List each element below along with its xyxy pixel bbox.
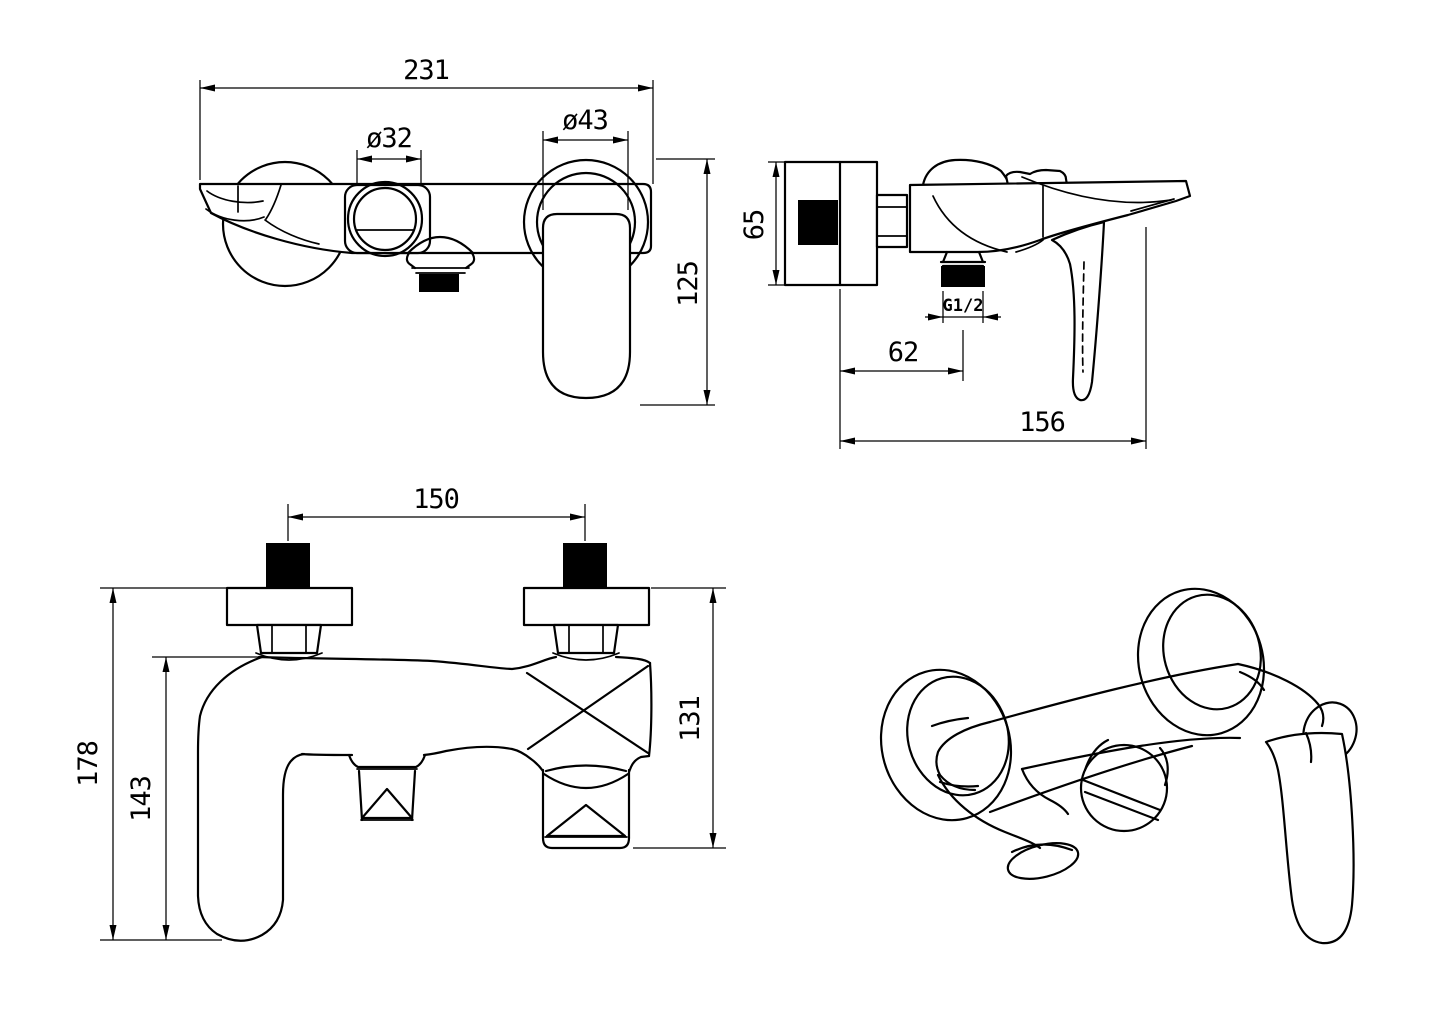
dim-overall-width: 231 [199,55,654,184]
dim-wall-plate-height-label: 65 [739,210,770,241]
hex-nut-side-lines [876,206,908,237]
shower-outlet-triangle [545,803,627,838]
inlet-thread-black [798,200,838,245]
x-block [525,661,653,758]
dim-cap-diameter-label: ø43 [562,105,608,136]
mid-outlet-sides [357,769,417,822]
side-body-outline [908,179,1192,254]
outlet-stub-flange [939,250,987,268]
hex-nuts-bottom [255,623,620,655]
iso-body-left-wrap [935,720,992,792]
dim-overall-projection-extensions [100,587,229,941]
iso-flange-left-inner [906,675,1010,797]
rosette-arcs [255,652,620,661]
diverter-inner-circle [352,186,418,252]
handle-side [1050,220,1106,402]
body-top-edges [257,655,652,671]
iso-flange-left-outer [879,668,1013,822]
iso-flange-connectors [930,716,980,788]
iso-handle-join [1238,670,1313,764]
dim-body-height-label: 125 [673,261,704,307]
dim-body-height: 125 [640,158,715,406]
iso-diverter-details [1081,738,1169,822]
iso-flange-right-outer [1136,587,1266,737]
mount-plate-left [225,586,354,627]
iso-spout-mouth [1006,842,1080,880]
dim-cap-diameter-extensions [542,131,629,210]
dim-cap-diameter: ø43 [542,105,629,210]
iso-spout-outer [936,773,1042,850]
mid-outlet-neck [347,753,427,769]
side-body-details [932,176,1172,253]
mount-plate-right [522,586,651,627]
shower-outlet-collar-arcs [542,764,630,790]
bottom-view: 150 178 143 131 [73,484,726,942]
diverter-outer-circle [346,180,424,258]
shower-outlet-base-band [541,836,631,850]
dim-body-projection-label: 143 [126,776,157,822]
side-view: 65 G1/2 62 156 [739,158,1192,449]
diverter-housing [343,183,432,255]
mid-outlet-triangle [360,787,414,820]
iso-body-right-wedge [1236,662,1325,728]
hose-outlet-ridges [411,267,470,274]
cartridge-dome [921,158,1012,187]
dim-overall-projection-label: 178 [73,741,104,787]
spout-cup-details [206,184,282,220]
hose-outlet-bell [405,235,476,270]
iso-diverter-cylinder [1079,743,1169,833]
dim-inlet-centres: 150 [287,484,586,541]
dim-outlet-offset: 62 [839,289,963,449]
iso-handle [1264,731,1355,945]
iso-body-strap-edges [988,662,1242,814]
dim-outlet-offset-label: 62 [888,337,919,368]
dim-spout-reach: 156 [840,227,1147,449]
dim-overall-width-label: 231 [403,55,449,86]
spout-lip-band [205,208,265,222]
dim-wall-plate-height: 65 [739,161,787,286]
outlet-thread-black [941,266,985,287]
dim-spout-reach-label: 156 [1019,407,1065,438]
body-bottom-edges [300,745,651,774]
dim-inlet-centres-label: 150 [413,484,459,515]
spout-shadow-curve [264,219,320,245]
dim-overall-projection: 178 [73,587,229,941]
handle-hidden-line [1081,261,1085,373]
lever-cap-bump [1004,168,1069,187]
dim-outlet-projection-label: 131 [675,696,706,742]
dim-overall-width-extensions [199,80,654,184]
dim-outlet-projection: 131 [633,587,726,849]
dim-inlet-centres-extensions [287,504,586,541]
inlet-stud-right [563,543,607,588]
hose-thread-black [419,274,459,292]
handle-front [541,212,632,400]
dim-outlet-thread-label: G1/2 [943,296,984,316]
shower-outlet-sides [541,768,631,840]
spout-mouth-band [1130,198,1175,212]
hex-nut-side [875,193,909,249]
dim-outlet-thread: G1/2 [925,291,1001,381]
iso-flange-right-inner [1162,593,1262,711]
dim-spout-diameter-extensions [356,150,422,186]
hex-nut-facets [271,624,604,654]
dim-spout-diameter-label: ø32 [366,123,412,154]
isometric-view [879,587,1358,945]
dim-spout-diameter: ø32 [356,123,422,186]
spout-hook [196,655,306,942]
dim-body-projection: 143 [126,656,268,940]
inlet-stud-left [266,543,310,588]
front-view: 231 ø32 ø43 125 [198,55,715,406]
